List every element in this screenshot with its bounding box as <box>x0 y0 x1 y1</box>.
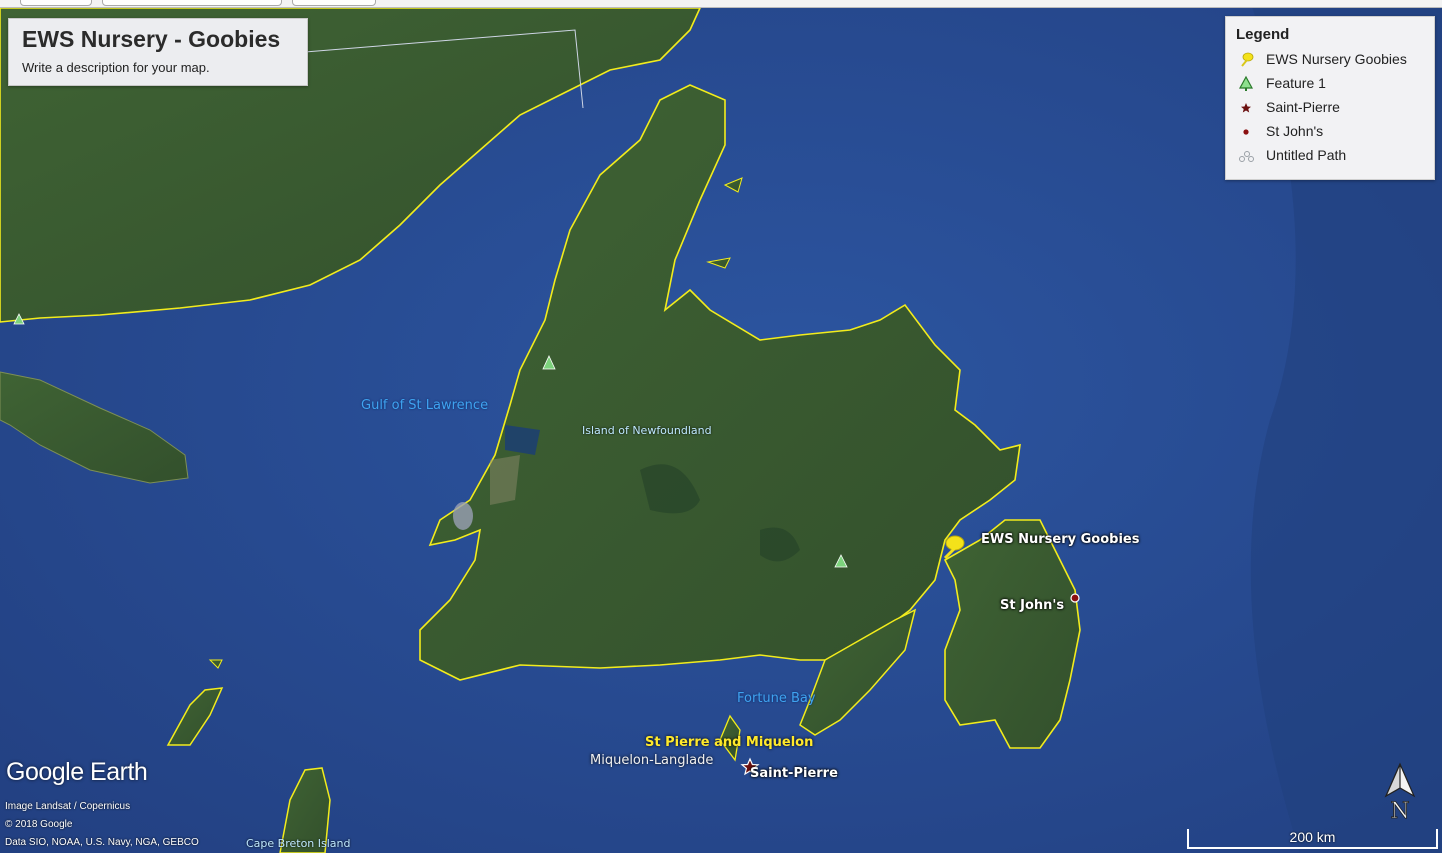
map-title-panel: EWS Nursery - Goobies Write a descriptio… <box>8 18 308 86</box>
legend-item[interactable]: Untitled Path <box>1236 146 1432 168</box>
avalon-peninsula <box>943 519 1081 749</box>
pushpin-icon <box>1241 52 1254 67</box>
tree-icon <box>1238 75 1254 91</box>
legend-item[interactable]: Saint-Pierre <box>1236 98 1432 120</box>
st-johns-marker <box>1070 593 1080 603</box>
feature-1-marker <box>542 355 556 370</box>
legend-item[interactable]: St John's <box>1236 122 1432 144</box>
pushpin-icon <box>943 535 965 560</box>
scale-bar: 200 km <box>1187 829 1438 849</box>
st-johns-label[interactable]: St John's <box>1000 598 1065 613</box>
toolbar-tab[interactable] <box>102 0 282 6</box>
legend-item[interactable]: EWS Nursery Goobies <box>1236 50 1432 72</box>
map-title[interactable]: EWS Nursery - Goobies <box>22 26 281 52</box>
data-credit: Data SIO, NOAA, U.S. Navy, NGA, GEBCO <box>5 837 199 848</box>
copyright-credit: © 2018 Google <box>5 819 73 830</box>
dot-icon <box>1243 129 1249 135</box>
saint-pierre-label[interactable]: Saint-Pierre <box>750 766 838 781</box>
map-description[interactable]: Write a description for your map. <box>22 60 210 75</box>
path-icon <box>1239 151 1254 162</box>
nursery-label[interactable]: EWS Nursery Goobies <box>981 532 1140 547</box>
star-icon <box>1241 103 1251 113</box>
newfoundland-island <box>419 84 1021 681</box>
legend-item-label: Feature 1 <box>1266 75 1326 91</box>
legend-item-label: EWS Nursery Goobies <box>1266 51 1407 67</box>
legend-panel: Legend EWS Nursery Goobies Feature 1 Sai… <box>1225 16 1435 180</box>
legend-heading: Legend <box>1236 26 1290 43</box>
google-earth-logo: Google Earth <box>6 758 148 786</box>
island-label: Island of Newfoundland <box>582 424 712 437</box>
fortune-bay-label: Fortune Bay <box>737 691 816 706</box>
cape-breton-label: Cape Breton Island <box>246 837 351 850</box>
anticosti-island <box>0 371 189 484</box>
north-arrow-icon[interactable]: N <box>1382 762 1422 822</box>
miquelon-label: Miquelon-Langlade <box>590 753 714 768</box>
toolbar-tab[interactable] <box>20 0 92 6</box>
toolbar-tab[interactable] <box>292 0 376 6</box>
saint-pierre-marker <box>740 757 760 776</box>
legend-item-label: St John's <box>1266 123 1324 139</box>
feature-1-marker <box>13 313 25 325</box>
spm-label: St Pierre and Miquelon <box>645 735 814 750</box>
legend-item[interactable]: Feature 1 <box>1236 74 1432 96</box>
burin-peninsula <box>799 608 917 736</box>
feature-1-marker <box>834 554 848 568</box>
gulf-label: Gulf of St Lawrence <box>361 398 489 413</box>
imagery-credit: Image Landsat / Copernicus <box>5 801 131 812</box>
legend-item-label: Untitled Path <box>1266 147 1347 163</box>
compass-label: N <box>1390 799 1409 822</box>
top-toolbar-strip <box>0 0 1442 8</box>
legend-item-label: Saint-Pierre <box>1266 99 1340 115</box>
scale-bar-label: 200 km <box>1289 829 1336 845</box>
mainland-coast <box>0 7 702 323</box>
